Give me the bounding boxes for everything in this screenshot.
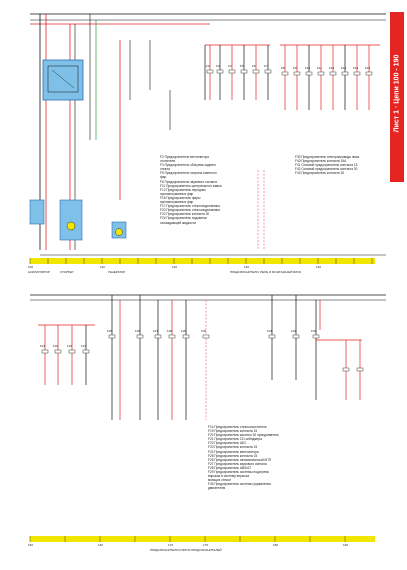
fuse-label: F33: [311, 329, 317, 333]
legend-line: двигателем: [208, 486, 226, 491]
fuse-label: F29: [181, 329, 187, 333]
legend-line: впрыска в систему впрыска: [208, 474, 249, 479]
legend-line: отопителя: [160, 159, 176, 164]
sheet-side-tab: Лист 1 · Цепи 100 - 190: [390, 12, 404, 182]
legend-line: F6 Предохранитель звукового сигнала: [160, 179, 217, 184]
legend-line: F16 Предохранитель фары: [160, 195, 201, 200]
fuse-label: F15: [365, 66, 371, 70]
legend-line: F12 Предохранитель передних: [160, 187, 206, 192]
fuse-label: F26: [135, 329, 141, 333]
relay-block: [42, 59, 84, 101]
legend-line: F22 Предохранитель АБС: [208, 441, 247, 446]
top-scale-bar: [30, 258, 375, 264]
top-scale-number: 120: [172, 265, 178, 269]
bottom-scale-number: 150: [28, 543, 34, 547]
fuse-label: F27: [153, 329, 159, 333]
legend-line: F20 Предохранитель стеклоподъемника: [160, 208, 220, 213]
legend-line: противотуманных фар: [160, 200, 194, 205]
fuse-label: F9: [293, 66, 297, 70]
fuse-label: F14: [353, 66, 359, 70]
legend-line: F45 Предохранитель системы управления: [208, 482, 271, 487]
legend-line: F17 Предохранитель стеклоподъемника: [160, 204, 220, 209]
fuse-label: F8: [281, 66, 285, 70]
fuse-label: F32: [291, 329, 297, 333]
fuse-label: F7: [264, 64, 268, 68]
legend-line: фар: [160, 175, 167, 180]
legend-line: F40 Предохранитель контакта 15А: [295, 159, 347, 164]
bottom-scale-number: 170: [168, 543, 174, 547]
bottom-scale-number: 160: [98, 543, 104, 547]
sheet-tab-label: Лист 1 · Цепи 100 - 190: [393, 54, 401, 133]
legend-line: F14 Предохранитель стеклоочистителя: [208, 425, 267, 429]
legend-line: F11 Предохранитель центрального замка: [160, 183, 222, 188]
bottom-scale-number: 180: [273, 543, 279, 547]
legend-line: F23 Предохранитель контакта 15: [208, 445, 258, 450]
legend-line: F29 Предохранитель системы подогрева: [208, 470, 269, 475]
top-scale-label: ГЕНЕРАТОР: [108, 270, 126, 274]
fuse-label: F2: [206, 64, 210, 68]
legend-line: F42 Силовой предохранитель контакта 30: [295, 167, 358, 172]
legend-line: охлаждающей жидкости: [160, 220, 196, 225]
fuse-label: F25: [107, 329, 113, 333]
legend-line: F28 Предохранитель ABS/AT: [208, 465, 252, 470]
legend-line: F22 Предохранитель контакта 30: [160, 212, 210, 217]
legend-line: F19 Предохранитель контакта 15: [208, 429, 258, 434]
fuse-label: F22: [53, 344, 59, 348]
legend-line: F24 Предохранитель подсветки: [160, 216, 207, 221]
fuse-label: F30: [201, 329, 207, 333]
top-scale-number: 110: [100, 265, 105, 269]
legend-line: F27 Предохранитель звукового сигнала: [208, 461, 267, 466]
bottom-scale-number: 190: [343, 543, 349, 547]
fuse-group-top-a: [204, 44, 270, 100]
legend-line: F41 Силовой предохранитель контакта 15: [295, 163, 358, 168]
fuse-markers-bottom: [41, 334, 364, 372]
fuse-label: F12: [329, 66, 335, 70]
legend-top-left: F2 Предохранитель вентилятора отопителя …: [160, 155, 221, 225]
fuse-label: F23: [67, 344, 73, 348]
battery-symbol: [29, 199, 45, 225]
fuse-label: F5: [240, 64, 244, 68]
legend-line: противотуманных фар: [160, 191, 194, 196]
legend-line: моющих стекол: [208, 478, 232, 483]
legend-line: F26 Предохранитель автоматической КПП: [208, 457, 271, 462]
top-scale-number: 100: [28, 265, 34, 269]
bottom-scale-number: 175: [203, 543, 209, 547]
legend-line: F3 Предохранитель обогрева заднего: [160, 163, 217, 168]
fuse-label: F3: [216, 64, 220, 68]
legend-line: стекла: [160, 167, 170, 172]
fuse-label: F13: [341, 66, 347, 70]
fuse-label: F24: [81, 344, 87, 348]
top-scale-ticks: [29, 258, 373, 264]
fuse-markers-top: [206, 69, 373, 76]
fuse-label: F10: [305, 66, 311, 70]
top-scale-label: ПРЕДОХРАНИТЕЛИ, РЕЛЕ И МОНТАЖНЫЙ БЛОК: [230, 270, 302, 274]
top-scale-label: СТАРТЕР: [60, 270, 74, 274]
fuse-label: F21: [40, 344, 46, 348]
fuse-label: F28: [167, 329, 173, 333]
top-scale-number: 130: [244, 265, 250, 269]
legend-line: F30 Предохранитель электропривода люка: [295, 155, 360, 159]
legend-line: F20 Предохранитель кассеты 30 прикуриват…: [208, 433, 279, 438]
fuse-label: F4: [228, 64, 232, 68]
bottom-scale-bar: [30, 536, 375, 542]
legend-line: F43 Предохранитель контакта 30: [295, 171, 345, 176]
legend-bottom: F14 Предохранитель стеклоочистителя F19 …: [208, 425, 279, 491]
legend-line: F2 Предохранитель вентилятора: [160, 155, 209, 159]
fuse-group-top-b: [280, 44, 380, 110]
bottom-scale-label: ПРЕДОХРАНИТЕЛИ И БЛОК ПРЕДОХРАНИТЕЛЕЙ: [150, 548, 222, 552]
fuse-label: F6: [252, 64, 256, 68]
top-scale-label: АККУМУЛЯТОР: [28, 270, 50, 274]
legend-line: F25 Предохранитель контакта 15: [208, 453, 258, 458]
legend-line: F5 Предохранитель патрона сменного: [160, 171, 217, 176]
fuse-label: F31: [267, 329, 273, 333]
fuse-label: F11: [317, 66, 322, 70]
legend-line: F21 Предохранитель CD-чейнджера: [208, 437, 262, 442]
top-scale-number: 140: [316, 265, 322, 269]
legend-top-right: F30 Предохранитель электропривода люка F…: [295, 155, 359, 175]
legend-line: F24 Предохранитель вентилятора: [208, 449, 259, 454]
bottom-scale-ticks: [29, 536, 346, 542]
starter-symbol: [59, 199, 83, 241]
